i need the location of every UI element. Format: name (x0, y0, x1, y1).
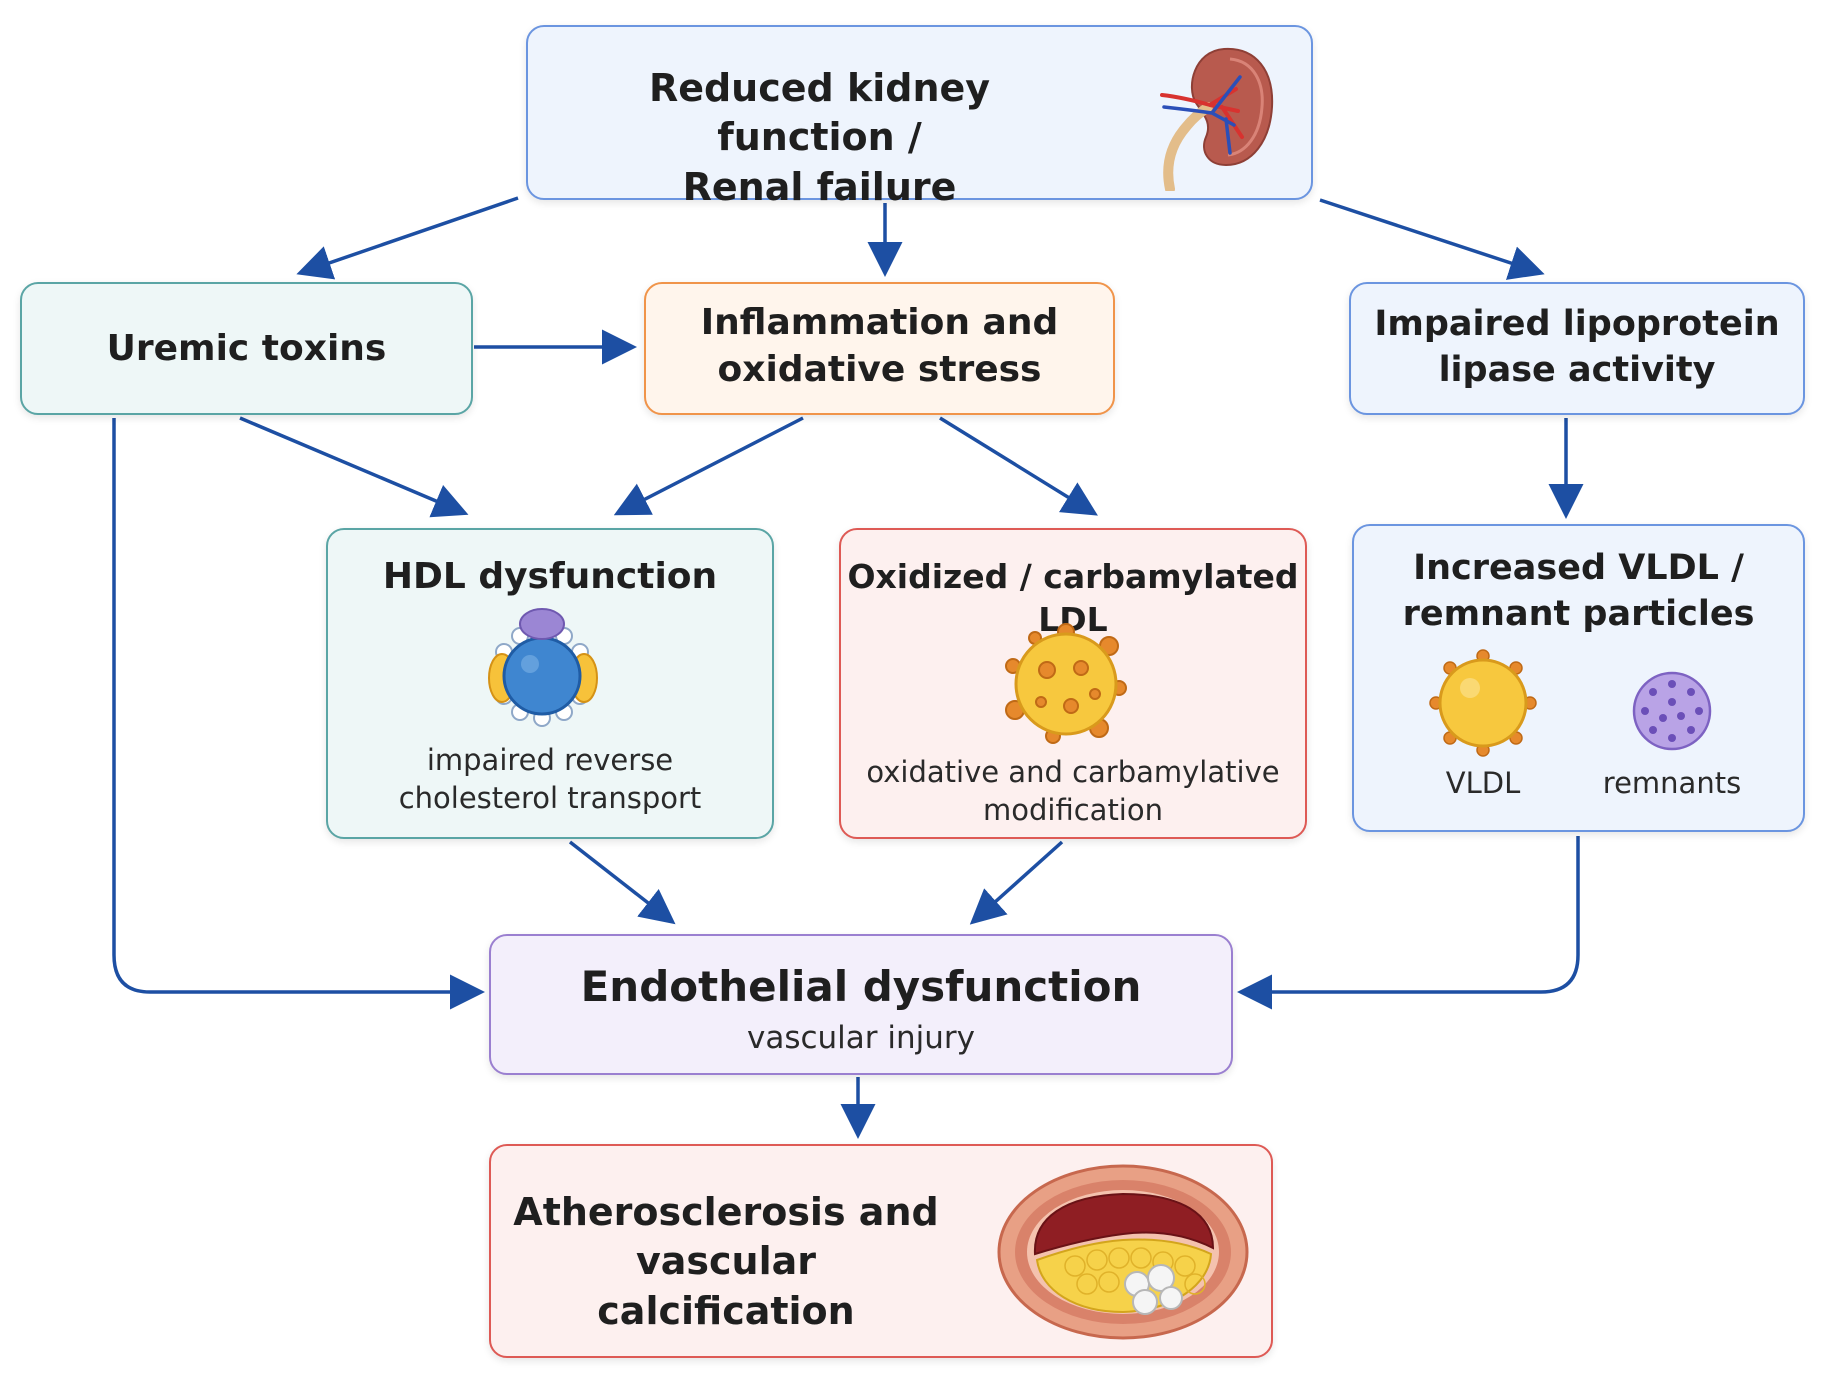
arrow-uremic-to-hdl (239, 416, 469, 518)
oxidized-ldl-node: Oxidized / carbamylated LDL oxidative an… (839, 528, 1307, 839)
arrow-renal-to-uremic (296, 196, 519, 280)
vldl-remnant-node: Increased VLDL / remnant particles VLDL … (1352, 524, 1805, 832)
lipase-title: Impaired lipoprotein lipase activity (1374, 304, 1780, 390)
hdl-particle-icon (488, 608, 598, 727)
lipase-node: Impaired lipoprotein lipase activity (1349, 282, 1805, 415)
inflammation-title: Inflammation and oxidative stress (700, 302, 1059, 390)
arrow-vldl-to-endothelial (1237, 836, 1580, 1010)
arrow-renal-to-lipase (1319, 198, 1545, 280)
hdl-title: HDL dysfunction (382, 556, 718, 597)
remnants-label: remnants (1602, 766, 1742, 800)
inflammation-node: Inflammation and oxidative stress (644, 282, 1115, 415)
endothelial-title: Endothelial dysfunction (580, 962, 1142, 1011)
artery-plaque-icon (997, 1164, 1249, 1340)
renal-failure-node: Reduced kidney function / Renal failure (526, 25, 1313, 209)
uremic-toxins-title: Uremic toxins (106, 328, 387, 369)
atherosclerosis-node: Atherosclerosis and vascular calcificati… (489, 1144, 1273, 1358)
renal-failure-title: Reduced kidney function / Renal failure (648, 66, 991, 209)
endothelial-subtitle: vascular injury (746, 1020, 975, 1056)
remnant-particle-icon (1632, 671, 1712, 751)
ldl-title: Oxidized / carbamylated LDL (847, 557, 1299, 639)
arrow-uremic-to-endothelial (112, 418, 485, 1010)
hdl-subtitle: impaired reverse cholesterol transport (398, 743, 702, 815)
arrow-hdl-to-endothelial (568, 840, 676, 925)
hdl-dysfunction-node: HDL dysfunction impaired reverse cholest… (326, 528, 774, 839)
kidney-icon (1160, 47, 1274, 191)
ldl-subtitle: oxidative and carbamylative modification (866, 755, 1280, 827)
vldl-label: VLDL (1445, 766, 1521, 800)
vldl-title: Increased VLDL / remnant particles (1402, 548, 1755, 634)
arrow-inflammation-to-hdl (613, 416, 804, 516)
athero-title: Atherosclerosis and vascular calcificati… (513, 1190, 939, 1333)
endothelial-dysfunction-node: Endothelial dysfunction vascular injury (489, 934, 1233, 1075)
arrow-inflammation-to-ldl (939, 416, 1098, 516)
arrow-ldl-to-endothelial (969, 840, 1064, 925)
oxidized-ldl-particle-icon (1005, 623, 1127, 744)
vldl-particle-icon (1429, 649, 1537, 757)
uremic-toxins-node: Uremic toxins (20, 282, 473, 415)
